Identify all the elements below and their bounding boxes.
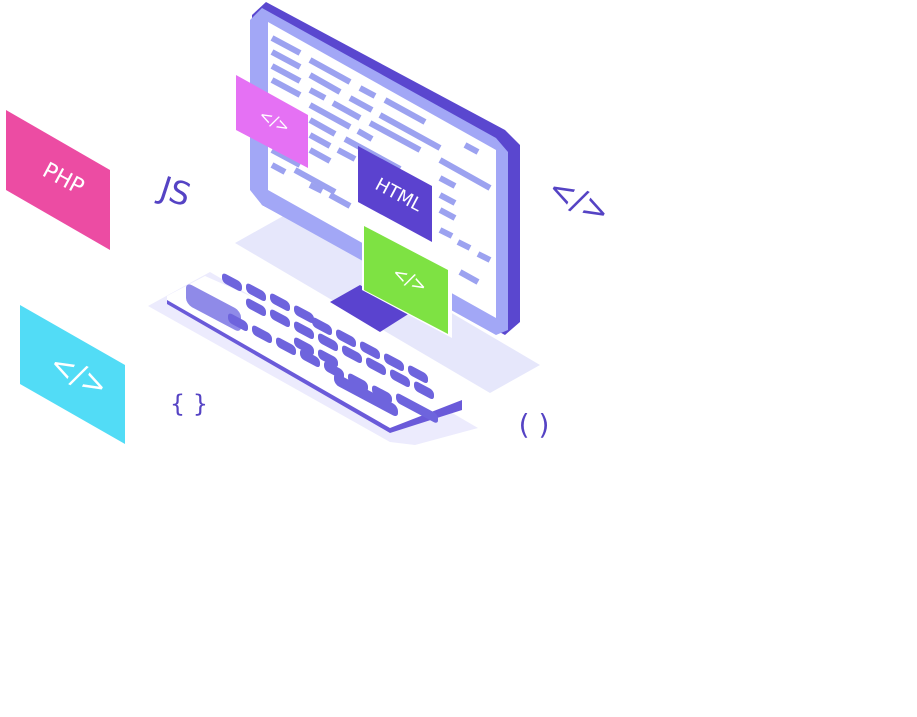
monitor-stand bbox=[330, 285, 410, 332]
floating-code-tag: </> bbox=[542, 168, 617, 232]
pink-code-card: </> bbox=[236, 75, 308, 168]
keyboard-keys bbox=[186, 273, 438, 423]
js-label: JS bbox=[153, 168, 195, 214]
cyan-code-card: </> bbox=[20, 305, 125, 444]
php-card: PHP bbox=[6, 110, 110, 250]
parens-symbol: ( ) bbox=[519, 408, 550, 441]
braces-symbol: { } bbox=[170, 390, 208, 418]
green-code-card: </> bbox=[362, 222, 452, 338]
html-card: HTML bbox=[358, 146, 432, 242]
keyboard-top bbox=[167, 276, 462, 428]
